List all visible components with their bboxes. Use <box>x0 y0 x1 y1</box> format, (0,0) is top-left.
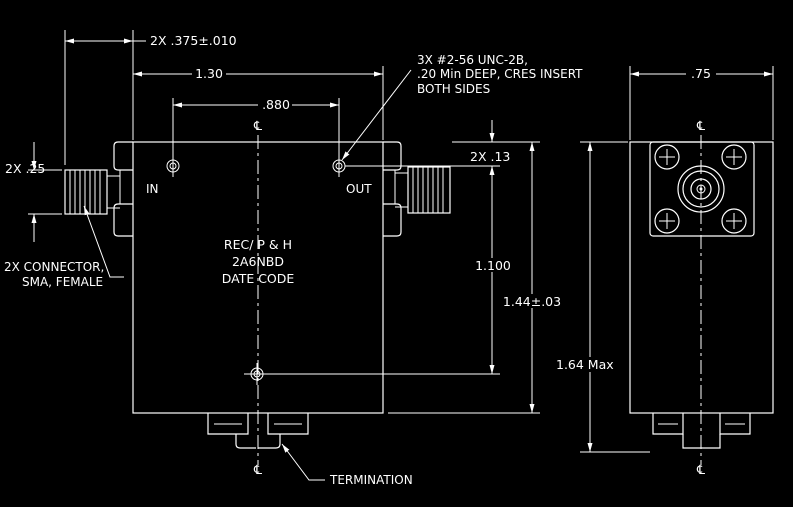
dim-overall-height: 1.64 Max <box>556 357 614 372</box>
dim-connector-offset: 2X .375±.010 <box>150 33 237 48</box>
front-dimensions: 2X .375±.010 1.30 .880 2X .25 2X .13 1.1… <box>5 30 564 414</box>
dim-hole-offset: 2X .13 <box>470 149 510 164</box>
note-connector-line2: SMA, FEMALE <box>22 275 103 289</box>
side-dimensions: .75 1.64 Max <box>552 66 774 453</box>
front-view: IN OUT REC/ P & H 2A6NBD DATE CODE ℄ ℄ <box>64 118 451 477</box>
marking-line3: DATE CODE <box>222 271 295 286</box>
note-insert-line1: 3X #2-56 UNC-2B, <box>417 53 528 67</box>
dim-side-width: .75 <box>691 66 711 81</box>
dim-body-width: 1.30 <box>195 66 223 81</box>
mounting-hole-bottom <box>244 363 270 385</box>
note-insert-line2: .20 Min DEEP, CRES INSERT <box>417 67 583 81</box>
centerline-symbol-bottom: ℄ <box>253 462 262 477</box>
left-flange-bottom <box>113 203 133 237</box>
dim-connector-height: 2X .25 <box>5 161 45 176</box>
side-termination-left <box>652 413 684 435</box>
port-out-label: OUT <box>346 182 372 196</box>
marking-line2: 2A6NBD <box>232 254 284 269</box>
dim-hole-spacing: .880 <box>262 97 290 112</box>
dim-hole-vertical: 1.100 <box>475 258 511 273</box>
side-view: ℄ ℄ <box>629 118 774 477</box>
note-connector-line1: 2X CONNECTOR, <box>4 260 104 274</box>
right-flange-top <box>383 141 402 171</box>
note-termination: TERMINATION <box>329 473 413 487</box>
note-insert-line3: BOTH SIDES <box>417 82 490 96</box>
side-centerline-symbol-top: ℄ <box>696 118 705 133</box>
notes: 3X #2-56 UNC-2B, .20 Min DEEP, CRES INSE… <box>4 53 583 487</box>
dim-body-height: 1.44±.03 <box>503 294 561 309</box>
flange-screw-bottom-right <box>721 208 747 234</box>
flange-screw-top-right <box>721 144 747 170</box>
side-termination-right <box>719 413 751 435</box>
side-centerline-symbol-bottom: ℄ <box>696 462 705 477</box>
flange-screw-top-left <box>654 144 680 170</box>
left-flange-top <box>113 141 133 171</box>
right-flange-bottom <box>383 203 402 237</box>
right-sma-connector <box>395 166 451 214</box>
port-in-label: IN <box>146 182 159 196</box>
left-sma-connector <box>64 169 120 215</box>
mounting-hole-in <box>166 155 180 177</box>
termination-block <box>207 413 309 449</box>
side-connector-flange <box>649 141 755 237</box>
centerline-symbol-top: ℄ <box>253 118 262 133</box>
marking-line1: REC/ P & H <box>224 237 292 252</box>
flange-screw-bottom-left <box>654 208 680 234</box>
